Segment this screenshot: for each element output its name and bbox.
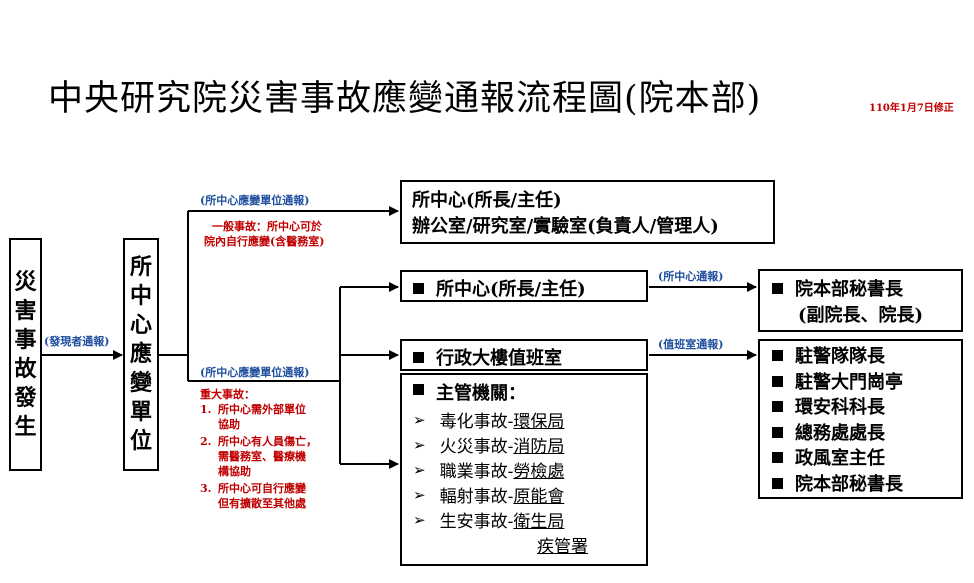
major-item-line: 需醫務室、醫療機 <box>218 450 306 463</box>
general-incident-line: 一般事故：所中心可於 <box>212 220 322 233</box>
major-item-line: 構協助 <box>218 465 251 478</box>
incident-type: 毒化事故- <box>439 412 514 432</box>
official-item: 院本部秘書長 <box>795 473 903 495</box>
official-item: 駐警隊隊長 <box>795 346 885 367</box>
major-incident-heading: 重大事故： <box>200 388 255 401</box>
official-item: 總務處處長 <box>795 422 885 444</box>
bullet-square-icon <box>413 384 424 395</box>
agency-name: 疾管署 <box>537 537 588 557</box>
center-report-label: (所中心通報) <box>658 270 724 283</box>
bullet-square-icon <box>413 352 424 363</box>
bullet-square-icon <box>772 477 783 489</box>
major-item-num: 1. <box>200 403 212 416</box>
secretary-line: 院本部秘書長 <box>795 279 903 300</box>
major-item-num: 3. <box>200 482 212 495</box>
incident-type: 火災事故- <box>439 437 514 457</box>
institute-director-box: 所中心(所長/主任) <box>400 270 648 302</box>
response-unit-box: 所 中 心 應 變 單 位 <box>123 238 159 471</box>
discoverer-report-label: (發現者通報) <box>44 335 110 348</box>
duty-office-box: 行政大樓值班室 <box>400 339 648 371</box>
agency-name: 衛生局 <box>513 512 565 532</box>
bullet-square-icon <box>772 283 783 294</box>
officials-box: 駐警隊隊長 駐警大門崗亭 環安科科長 總務處處長 政風室主任 院本部秘書長 <box>758 339 963 499</box>
center-char: 心 <box>129 312 152 338</box>
bullet-square-icon <box>413 283 424 294</box>
secretary-line: (副院長、院長) <box>798 305 924 326</box>
center-char: 位 <box>129 428 152 454</box>
major-item-line: 協助 <box>218 418 240 431</box>
agency-name: 消防局 <box>513 437 565 457</box>
bullet-square-icon <box>772 401 783 412</box>
arrow-bullet-icon: ➢ <box>413 435 426 454</box>
incident-type: 職業事故- <box>439 462 514 482</box>
start-char: 生 <box>14 413 37 440</box>
major-item-line: 所中心可自行應變 <box>218 482 306 495</box>
incident-type: 生安事故- <box>439 512 514 532</box>
revision-date: 110年1月7日修正 <box>869 103 954 114</box>
agency-name: 原能會 <box>513 487 565 507</box>
top-box-line: 辦公室/研究室/實驗室(負責人/管理人) <box>412 216 719 237</box>
arrow-bullet-icon: ➢ <box>413 460 426 479</box>
unit-report-top-label: (所中心應變單位通報) <box>200 194 310 207</box>
secretary-general-box: 院本部秘書長 (副院長、院長) <box>758 269 963 332</box>
major-item-line: 所中心有人員傷亡， <box>218 435 317 448</box>
start-char: 發 <box>14 384 37 411</box>
bullet-square-icon <box>772 350 783 361</box>
agency-name: 環保局 <box>513 412 565 432</box>
start-char: 故 <box>14 355 37 382</box>
unit-report-bottom-label: (所中心應變單位通報) <box>200 366 310 379</box>
center-char: 變 <box>129 370 152 396</box>
arrow-bullet-icon: ➢ <box>413 485 426 504</box>
official-item: 環安科科長 <box>795 397 885 418</box>
center-char: 單 <box>129 399 152 425</box>
start-char: 災 <box>14 268 37 295</box>
institute-director-office-box: 所中心(所長/主任) 辦公室/研究室/實驗室(負責人/管理人) <box>400 180 775 244</box>
start-char: 事 <box>14 326 37 353</box>
bullet-square-icon <box>772 426 783 438</box>
major-item-num: 2. <box>200 435 212 448</box>
duty-box-label: 行政大樓值班室 <box>436 348 562 369</box>
competent-authority-box: 主管機關： ➢ 毒化事故-環保局 ➢ 火災事故-消防局 ➢ 職業事故-勞檢處 ➢ 輻射事… <box>400 373 648 566</box>
official-item: 駐警大門崗亭 <box>795 371 903 393</box>
start-char: 害 <box>14 297 37 324</box>
center-char: 中 <box>129 283 152 309</box>
center-char: 所 <box>129 254 152 280</box>
general-incident-line: 院內自行應變(含醫務室) <box>204 235 325 248</box>
director-box-label: 所中心(所長/主任) <box>436 279 586 300</box>
bullet-square-icon <box>772 452 783 463</box>
duty-report-label: (值班室通報) <box>658 338 724 351</box>
arrow-bullet-icon: ➢ <box>413 510 426 529</box>
incident-type: 輻射事故- <box>439 487 514 507</box>
major-item-line: 所中心需外部單位 <box>218 403 306 416</box>
arrow-bullet-icon: ➢ <box>413 410 426 429</box>
authority-heading: 主管機關： <box>436 382 526 404</box>
bullet-square-icon <box>772 375 783 387</box>
major-item-line: 但有擴散至其他處 <box>218 497 306 510</box>
agency-name: 勞檢處 <box>513 462 565 482</box>
official-item: 政風室主任 <box>795 448 885 469</box>
incident-occurs-box: 災 害 事 故 發 生 <box>9 238 42 471</box>
center-char: 應 <box>129 341 152 367</box>
major-incident-note: 重大事故： 1. 所中心需外部單位 協助 2. 所中心有人員傷亡， 需醫務室、醫… <box>200 387 317 511</box>
general-incident-note: 一般事故：所中心可於 院內自行應變(含醫務室) <box>204 219 324 249</box>
top-box-line: 所中心(所長/主任) <box>412 190 562 211</box>
page-title: 中央研究院災害事故應變通報流程圖(院本部) <box>48 79 762 119</box>
